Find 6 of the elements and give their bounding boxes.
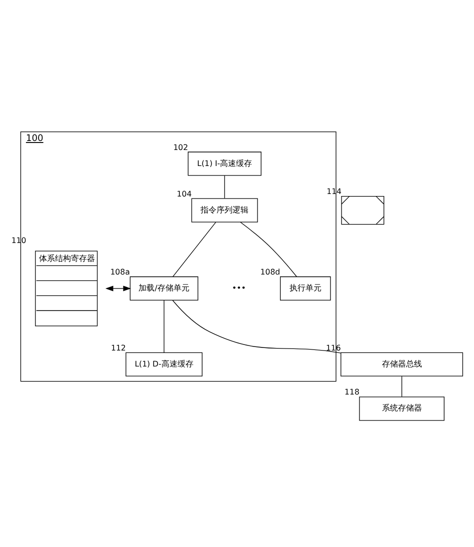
connector xyxy=(401,376,402,397)
connector xyxy=(172,222,216,277)
connector xyxy=(224,175,225,199)
arrow xyxy=(105,286,132,292)
connector xyxy=(240,222,297,277)
connector xyxy=(172,300,342,354)
